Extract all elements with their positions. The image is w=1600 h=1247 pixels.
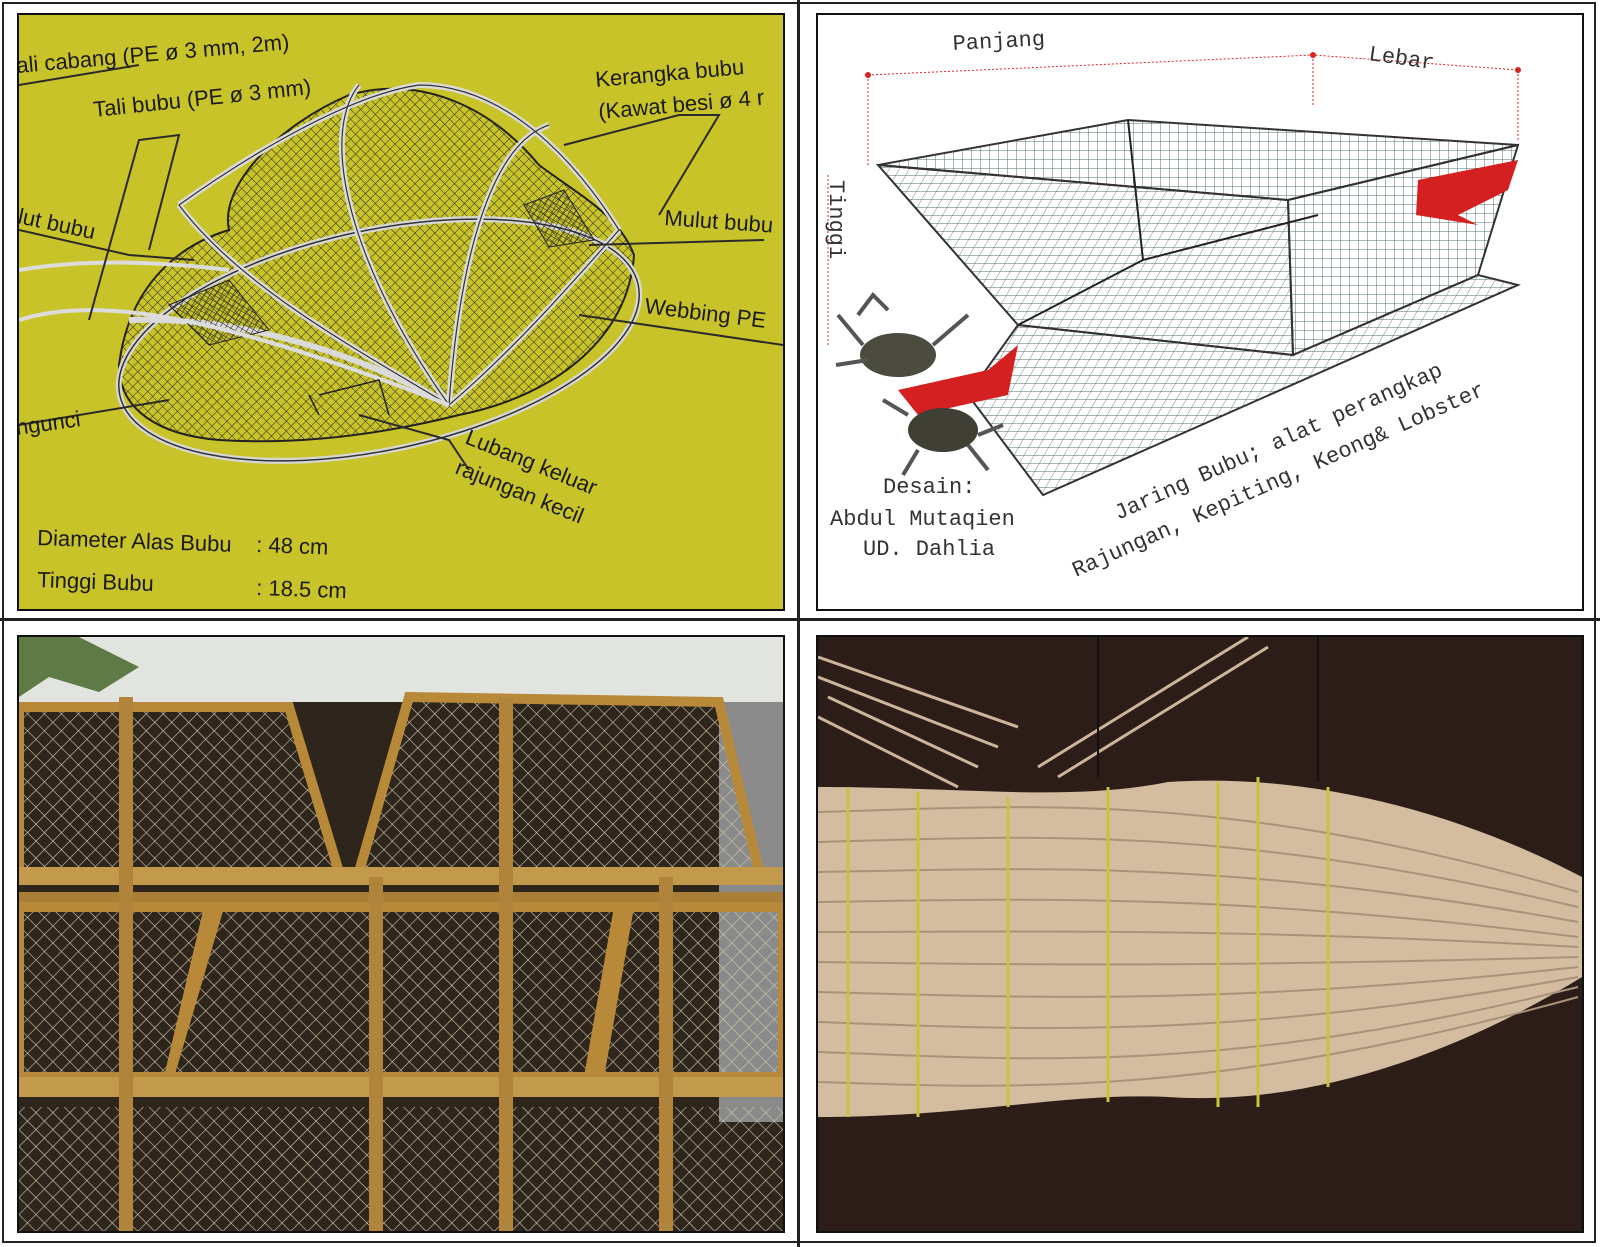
panel-circular-trap-diagram: ali cabang (PE ø 3 mm, 2m) Tali bubu (PE… xyxy=(17,13,785,611)
trap-lower-right xyxy=(593,902,783,1082)
circular-trap-illustration: ali cabang (PE ø 3 mm, 2m) Tali bubu (PE… xyxy=(19,29,783,603)
label-tali-cabang: ali cabang (PE ø 3 mm, 2m) xyxy=(19,29,290,78)
twine-bindings xyxy=(846,777,1330,1117)
rope-main xyxy=(19,308,450,407)
background-posts xyxy=(1097,637,1319,782)
inner-frame xyxy=(1017,119,1319,326)
leader-lines xyxy=(19,64,783,471)
label-tali-bubu: Tali bubu (PE ø 3 mm) xyxy=(92,74,312,122)
designer-name: Abdul Mutaqien xyxy=(830,507,1015,532)
trap-bottom-row xyxy=(19,1107,783,1231)
value-tinggi: : 18.5 cm xyxy=(256,575,347,603)
trap-upper-left xyxy=(19,702,346,883)
panel-bamboo-trap-photo xyxy=(816,635,1584,1233)
label-panjang: Panjang xyxy=(952,27,1046,57)
crab-illustration xyxy=(835,291,1004,477)
label-pengunci: ngunci xyxy=(19,406,82,440)
mouth-left xyxy=(168,279,270,346)
vertical-divider xyxy=(797,0,800,1247)
label-tinggi: Tinggi Bubu xyxy=(37,567,154,596)
escape-hole xyxy=(308,379,390,416)
value-diameter: : 48 cm xyxy=(256,532,329,560)
arrow-left xyxy=(898,345,1018,415)
label-mulut-bubu-right: Mulut bubu xyxy=(664,205,774,238)
label-lebar: Lebar xyxy=(1367,42,1436,76)
label-kawat-besi: (Kawat besi ø 4 r xyxy=(597,85,765,124)
horizontal-divider xyxy=(0,618,1600,621)
panel-wooden-traps-photo xyxy=(17,635,785,1233)
trap-lower-center xyxy=(162,902,625,1082)
label-tinggi: Tinggi xyxy=(823,180,848,259)
dim-marker xyxy=(865,72,871,78)
panel-box-trap-sketch: Panjang Lebar Tinggi Jaring Bubu; alat p… xyxy=(816,13,1584,611)
loose-bamboo-strips xyxy=(818,637,1269,789)
rope-branch xyxy=(19,260,230,272)
designer-label: Desain: xyxy=(883,475,975,500)
bamboo-strips xyxy=(818,806,1579,1087)
foliage xyxy=(19,637,139,697)
designer-company: UD. Dahlia xyxy=(863,537,995,562)
wood-rail xyxy=(19,1077,783,1097)
label-kerangka-bubu: Kerangka bubu xyxy=(594,54,745,92)
box-trap-illustration: Panjang Lebar Tinggi Jaring Bubu; alat p… xyxy=(823,27,1522,583)
dim-marker xyxy=(1515,67,1521,73)
dim-marker xyxy=(1310,52,1316,58)
wood-rail xyxy=(19,867,783,885)
trap-upper-right xyxy=(352,691,766,877)
mouth-right xyxy=(523,189,595,248)
label-diameter: Diameter Alas Bubu xyxy=(37,525,232,557)
bamboo-trap-image xyxy=(818,637,1582,1231)
wood-posts xyxy=(119,697,673,1231)
arrow-right xyxy=(1416,160,1518,225)
wooden-traps-image xyxy=(19,637,783,1231)
